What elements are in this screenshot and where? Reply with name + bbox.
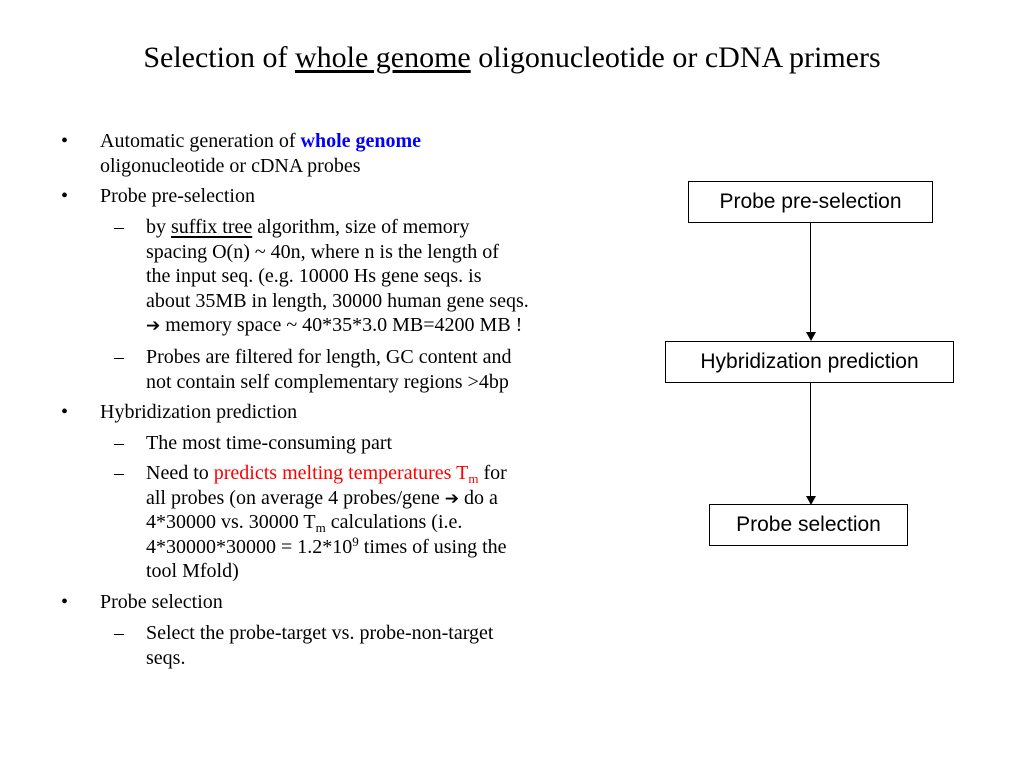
bullet-auto-line1: Automatic generation of whole genome xyxy=(100,129,421,154)
predict-l3-sub: m xyxy=(315,520,326,535)
title-part-2: oligonucleotide or cDNA primers xyxy=(470,41,881,74)
slide-title: Selection of whole genome oligonucleotid… xyxy=(0,38,1024,78)
bullet-selection-label: Probe selection xyxy=(100,591,223,613)
suffix-tree-term: suffix tree xyxy=(171,216,253,238)
predict-line5: tool Mfold) xyxy=(146,560,239,582)
bullet-auto-line2: oligonucleotide or cDNA probes xyxy=(100,154,361,177)
flow-connector xyxy=(810,383,811,497)
predict-l3-pre: 4*30000 vs. 30000 T xyxy=(146,511,316,533)
predict-line4: 4*30000*30000 = 1.2*109 times of using t… xyxy=(146,535,507,560)
bullet-list: • Automatic generation of whole genome o… xyxy=(61,129,529,669)
arrow-down-icon xyxy=(806,332,816,341)
selection-detail-line1: Select the probe-target vs. probe-non-ta… xyxy=(146,622,494,644)
suffix-tree-line1: by suffix tree algorithm, size of memory xyxy=(146,215,469,240)
title-part-1: Selection of xyxy=(143,41,295,74)
sub-bullet-marker: – xyxy=(114,346,124,368)
suffix-tree-line4: about 35MB in length, 30000 human gene s… xyxy=(146,289,529,312)
right-arrow-icon: ➔ xyxy=(146,316,161,336)
predict-l1-red: predicts melting temperatures T xyxy=(213,462,469,484)
flow-step-hybridization: Hybridization prediction xyxy=(665,341,954,383)
predict-line1: Need to predicts melting temperatures Tm… xyxy=(146,461,507,486)
suffix-l1-pre: by xyxy=(146,216,171,238)
bullet-auto-pre: Automatic generation of xyxy=(100,130,301,152)
suffix-tree-line3: the input seq. (e.g. 10000 Hs gene seqs.… xyxy=(146,265,482,287)
bullet-marker: • xyxy=(61,185,69,207)
sub-bullet-marker: – xyxy=(114,462,124,484)
predict-l3-post: calculations (i.e. xyxy=(325,511,463,533)
predict-l2-pre: all probes (on average 4 probes/gene xyxy=(146,486,445,509)
bullet-marker: • xyxy=(61,130,69,152)
suffix-l5: memory space ~ 40*35*3.0 MB=4200 MB ! xyxy=(160,314,523,336)
bullet-auto-highlight: whole genome xyxy=(300,130,422,152)
predict-line3: 4*30000 vs. 30000 Tm calculations (i.e. xyxy=(146,510,462,535)
predict-l1-post: for xyxy=(478,462,507,484)
predict-l1-sub: m xyxy=(468,471,479,486)
filter-line2: not contain self complementary regions >… xyxy=(146,370,509,393)
suffix-tree-line2: spacing O(n) ~ 40n, where n is the lengt… xyxy=(146,240,499,263)
flow-step-preselection: Probe pre-selection xyxy=(688,181,933,223)
predict-l4-sup: 9 xyxy=(352,533,359,549)
suffix-tree-line5: ➔ memory space ~ 40*35*3.0 MB=4200 MB ! xyxy=(146,313,522,339)
predict-line2: all probes (on average 4 probes/gene ➔ d… xyxy=(146,486,498,512)
time-consuming-line: The most time-consuming part xyxy=(146,432,393,454)
bullet-preselection-label: Probe pre-selection xyxy=(100,185,255,207)
bullet-marker: • xyxy=(61,591,69,613)
arrow-down-icon xyxy=(806,496,816,505)
suffix-l1-post: algorithm, size of memory xyxy=(252,216,470,238)
predict-l1-pre: Need to xyxy=(146,462,214,484)
sub-bullet-marker: – xyxy=(114,432,124,454)
bullet-hybridization-label: Hybridization prediction xyxy=(100,401,298,423)
bullet-marker: • xyxy=(61,401,69,423)
flow-step-selection: Probe selection xyxy=(709,504,908,546)
flow-connector xyxy=(810,223,811,334)
predict-l2-post: do a xyxy=(459,486,498,509)
filter-line1: Probes are filtered for length, GC conte… xyxy=(146,346,512,368)
title-underlined: whole genome xyxy=(294,41,471,74)
sub-bullet-marker: – xyxy=(114,622,124,644)
right-arrow-icon: ➔ xyxy=(444,488,460,509)
sub-bullet-marker: – xyxy=(114,216,124,238)
predict-l4-pre: 4*30000*30000 = 1.2*10 xyxy=(146,535,353,558)
selection-detail-line2: seqs. xyxy=(146,646,186,669)
predict-l4-post: times of using the xyxy=(358,535,507,558)
